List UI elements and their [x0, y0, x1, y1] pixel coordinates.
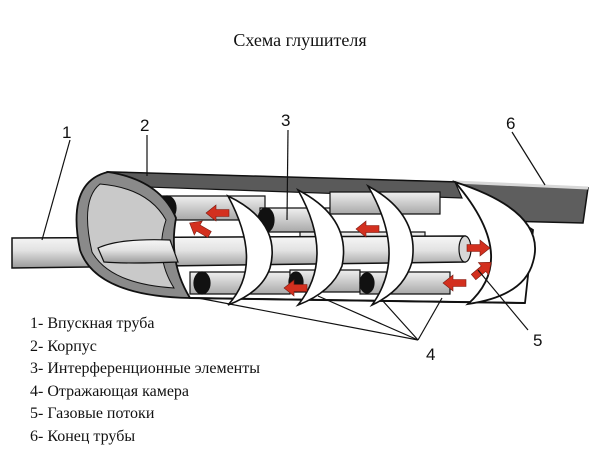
housing-rear-end — [452, 180, 536, 306]
gas-flow-arrow-2 — [205, 204, 230, 222]
legend-item-gas-flows: 5- Газовые потоки — [30, 405, 155, 422]
gas-flow-arrow-6 — [466, 239, 491, 257]
callout-1: 1 — [62, 123, 71, 142]
legend-item-inlet-pipe: 1- Впускная труба — [30, 315, 155, 332]
callout-3: 3 — [281, 111, 290, 130]
leader-lines — [41, 129, 546, 341]
callout-4: 4 — [426, 345, 435, 364]
legend-item-interference-elements: 3- Интерференционные элементы — [30, 360, 260, 377]
gas-flow-arrow-1 — [189, 220, 212, 238]
diagram-title: Схема глушителя — [233, 30, 367, 50]
legend-item-housing: 2- Корпус — [30, 337, 97, 355]
legend-item-pipe-end: 6- Конец трубы — [30, 427, 136, 445]
gas-flow-arrow-5 — [442, 274, 467, 292]
gas-flow-arrows — [189, 204, 492, 297]
callout-2: 2 — [140, 116, 149, 135]
legend-list: 1- Впускная труба 2- Корпус 3- Интерфере… — [30, 313, 260, 448]
callout-5: 5 — [533, 331, 542, 350]
callout-6: 6 — [506, 114, 515, 133]
reflective-chambers — [226, 183, 414, 308]
legend-item-reflective-chamber: 4- Отражающая камера — [30, 382, 190, 400]
gas-flow-arrow-3 — [283, 279, 308, 297]
gas-flow-arrow-7 — [470, 261, 492, 281]
gas-flow-arrow-4 — [355, 220, 380, 238]
housing-front-end — [75, 171, 192, 299]
